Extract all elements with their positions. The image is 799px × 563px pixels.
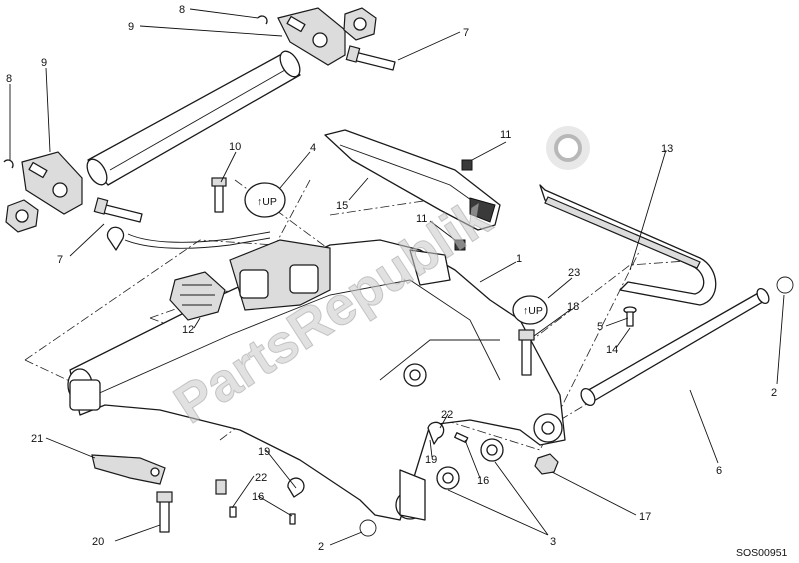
bolt-20 (156, 491, 173, 533)
rubber-plug-23: ↑UP (512, 295, 548, 325)
callout-16: 16 (252, 491, 264, 503)
callout-15: 15 (336, 200, 348, 212)
callout-16: 16 (477, 475, 489, 487)
bushings-3 (436, 438, 504, 490)
callout-11: 11 (500, 129, 511, 141)
callout-7: 7 (463, 27, 469, 39)
callout-19: 19 (425, 454, 437, 466)
callout-12: 12 (182, 324, 194, 336)
callout-labels: 8 9 7 8 9 7 10 4 15 11 11 13 1 23 18 5 1… (6, 4, 777, 553)
callout-19: 19 (258, 446, 270, 458)
bolt-18 (518, 329, 535, 376)
chain-adjuster-top (257, 7, 346, 66)
callout-4: 4 (310, 142, 316, 154)
chain-guard (324, 129, 501, 231)
callout-3: 3 (550, 536, 556, 548)
callout-23: 23 (568, 267, 580, 279)
callout-2: 2 (318, 541, 324, 553)
svg-text:↑UP: ↑UP (523, 305, 543, 317)
bolt-10 (211, 177, 227, 213)
drawing-code: SOS00951 (736, 547, 788, 559)
callout-2: 2 (771, 387, 777, 399)
callout-17: 17 (639, 511, 651, 523)
bracket-21 (91, 454, 166, 485)
grommet-12 (169, 271, 226, 321)
spacer-22-left (215, 479, 237, 518)
chain-adjuster-left (3, 151, 83, 215)
svg-text:↑UP: ↑UP (257, 196, 277, 208)
callout-11: 11 (416, 213, 427, 225)
brake-hose (106, 226, 271, 251)
screw-16-right (454, 432, 469, 443)
callout-1: 1 (516, 253, 522, 265)
bolt-14-and-washer-5 (623, 306, 637, 327)
adjuster-nut-top (343, 7, 377, 41)
adjuster-nut-left (5, 199, 39, 233)
screw-11-top (461, 159, 473, 171)
callout-13: 13 (661, 143, 673, 155)
circlip-2-bottom (359, 519, 377, 537)
adjuster-screw-left (93, 197, 143, 223)
nut-17 (534, 453, 559, 475)
rubber-plug-4: ↑UP (244, 182, 286, 218)
leader-lines (9, 8, 785, 546)
callout-22: 22 (255, 472, 267, 484)
chain-slider (539, 184, 717, 306)
circlip-2-right (776, 276, 794, 294)
callout-22: 22 (441, 409, 453, 421)
callout-9: 9 (128, 21, 134, 33)
adjuster-screw-top (345, 45, 396, 71)
callout-8: 8 (6, 73, 12, 85)
callout-7: 7 (57, 254, 63, 266)
callout-9: 9 (41, 57, 47, 69)
swingarm-pivot-shaft (86, 50, 301, 186)
callout-21: 21 (31, 433, 43, 445)
screw-11-mid (454, 239, 466, 251)
screw-16-left (289, 513, 296, 525)
callout-10: 10 (229, 141, 241, 153)
callout-20: 20 (92, 536, 104, 548)
callout-18: 18 (567, 301, 579, 313)
callout-6: 6 (716, 465, 722, 477)
callout-5: 5 (597, 321, 603, 333)
wheel-axle-6 (580, 287, 770, 407)
gear-icon (546, 126, 590, 170)
callout-8: 8 (179, 4, 185, 16)
callout-14: 14 (606, 344, 618, 356)
